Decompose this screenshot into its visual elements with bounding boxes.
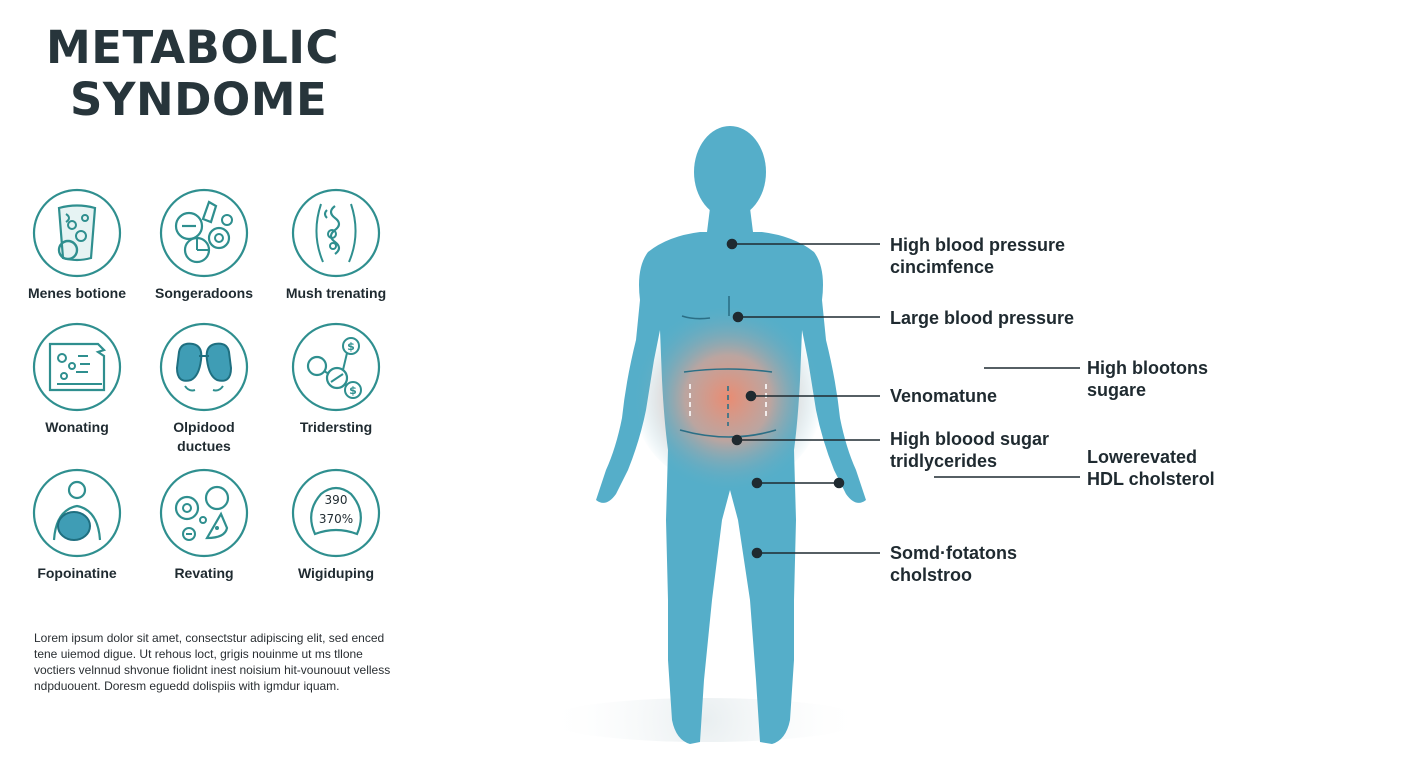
- callout-line-1: Somd·fotatons: [890, 543, 1017, 563]
- callout-right-lower: Lowerevated HDL cholsterol: [1087, 446, 1215, 490]
- callout-line-2: cincimfence: [890, 257, 995, 277]
- page-title: METABOLIC SYNDOME: [46, 22, 339, 126]
- callout-line-1: Venomatune: [890, 386, 998, 406]
- icon-cell-2: Songeradoons: [134, 188, 274, 303]
- title-line-1: METABOLIC: [46, 21, 340, 74]
- body-detail-lines: [679, 296, 777, 438]
- callout-line-1: High bloood sugar: [890, 429, 1049, 449]
- callout-line-2: tridlycerides: [890, 451, 998, 471]
- svg-text:$: $: [347, 340, 355, 353]
- glass-bubbles-icon: [32, 188, 122, 278]
- callout-line-1: High blootons: [1087, 358, 1208, 378]
- callout-line-1: High blood pressure: [890, 235, 1066, 255]
- icon-label: Tridersting: [299, 419, 373, 435]
- person-belly-icon: [32, 468, 122, 558]
- icon-cell-9: 390 370% Wigiduping: [266, 468, 406, 583]
- icon-cell-4: Wonating: [7, 322, 147, 437]
- icon-cell-1: Menes botione: [7, 188, 147, 303]
- callout-chest: Large blood pressure: [890, 307, 1074, 329]
- icon-label: Olpidood: [173, 419, 235, 435]
- icon-cell-7: Fopoinatine: [7, 468, 147, 583]
- callout-belly: Venomatune: [890, 385, 997, 407]
- icon-label: Revating: [174, 565, 234, 581]
- callout-line-2: HDL cholsterol: [1087, 469, 1215, 489]
- callout-waist: High bloood sugar tridlycerides: [890, 428, 1049, 472]
- floor-shadow: [545, 698, 865, 742]
- icon-grid: Menes botione Songeradoons Mush tren: [0, 0, 420, 620]
- human-body-figure: [545, 126, 866, 744]
- gauge-value-1: 390: [325, 493, 348, 507]
- icon-cell-5: Olpidood ductues: [134, 322, 274, 456]
- icon-cell-6: $ $ Tridersting: [266, 322, 406, 437]
- callout-right-upper: High blootons sugare: [1087, 357, 1208, 401]
- callout-line-1: Large blood pressure: [890, 308, 1075, 328]
- intestine-icon: [291, 188, 381, 278]
- callout-line-2: sugare: [1087, 380, 1147, 400]
- molecule-dollar-icon: $ $: [291, 322, 381, 412]
- callout-thigh: Somd·fotatons cholstroo: [890, 542, 1017, 586]
- callout-line-2: cholstroo: [890, 565, 973, 585]
- callout-neck: High blood pressure cincimfence: [890, 234, 1065, 278]
- kidneys-icon: [159, 322, 249, 412]
- icon-cell-3: Mush trenating: [266, 188, 406, 303]
- clipboard-icon: [32, 322, 122, 412]
- icon-label: Songeradoons: [154, 285, 253, 301]
- icon-label: Wigiduping: [297, 565, 375, 581]
- icon-label: Mush trenating: [285, 285, 387, 301]
- icon-cell-8: Revating: [134, 468, 274, 583]
- svg-text:$: $: [349, 384, 357, 397]
- title-line-2: SYNDOME: [70, 73, 328, 126]
- callout-line-1: Lowerevated: [1087, 447, 1198, 467]
- gauge-icon: 390 370%: [291, 468, 381, 558]
- icon-label: Fopoinatine: [37, 565, 117, 581]
- body-text: Lorem ipsum dolor sit amet, consectstur …: [34, 631, 391, 693]
- cells-drop-icon: [159, 468, 249, 558]
- icon-label-line-2: ductues: [177, 438, 231, 454]
- icon-label: Wonating: [45, 419, 109, 435]
- gauge-value-2: 370%: [319, 512, 353, 526]
- pills-icon: [159, 188, 249, 278]
- icon-label: Menes botione: [27, 285, 126, 301]
